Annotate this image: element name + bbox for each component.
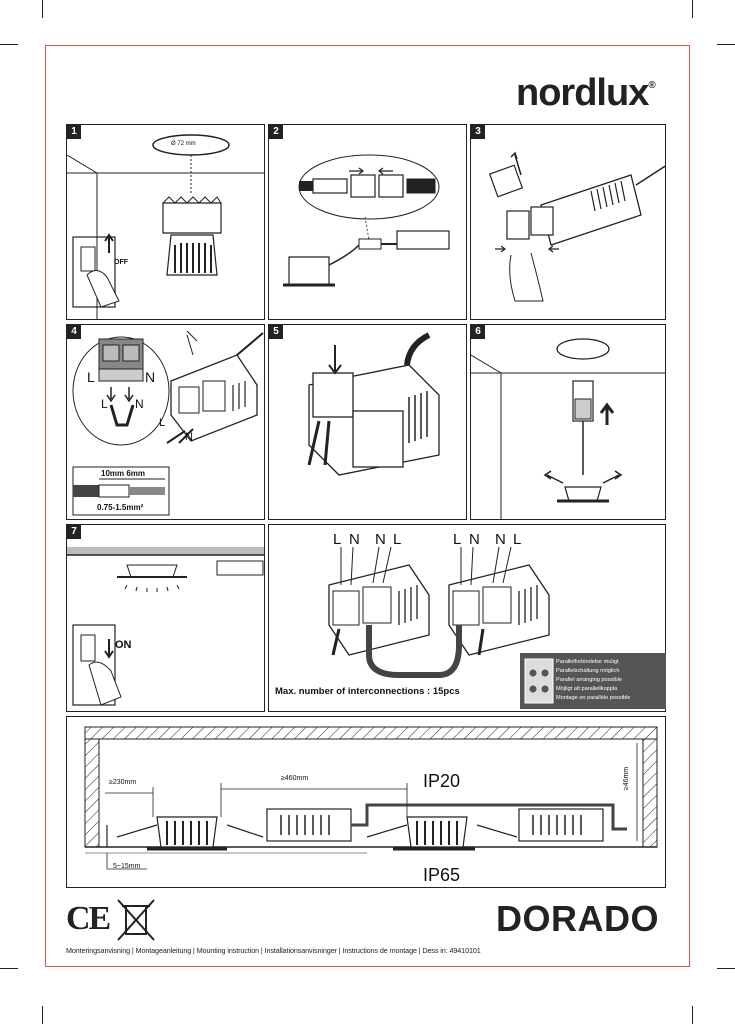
brand-logo: nordlux® [516,72,656,115]
step-6-illustration [471,338,665,519]
neutral-label: N [145,369,156,385]
parallel-line: Parallel arranging possible [556,677,622,683]
parallel-diagram-icon [524,658,554,704]
step-6-panel: 6 [470,324,666,520]
product-title: DORADO [496,898,659,939]
dim-ceiling-label: 5~15mm [113,863,141,870]
step-7-panel: 7 ON [66,524,265,712]
conn-label: N [469,531,480,548]
footer-text: Monteringsanvisning | Montageanleitung |… [66,946,481,955]
neutral-label-wire: N [185,431,193,443]
conn-label: L [513,531,522,548]
switch-off-label: OFF [114,259,128,266]
crop-mark [717,968,735,969]
logo-text: nordlux [516,72,649,114]
crop-mark [42,0,43,18]
ce-mark: CE [66,900,111,937]
dim-height-label: ≥46mm [623,766,631,791]
step-5-panel: 5 [268,324,467,520]
conn-label: L [453,531,462,548]
step-4-panel: 4 L N L N L N 10mm 6mm 0.75-1.5mm² [66,324,265,520]
weee-bin-icon [117,899,155,941]
conn-label: L [333,531,342,548]
neutral-label-small: N [135,397,144,411]
step-3-illustration [488,151,665,302]
crop-mark [717,44,735,45]
crop-mark [0,44,18,45]
step-number: 7 [67,525,81,539]
dim-left-label: ≥230mm [109,779,137,786]
crop-mark [42,1006,43,1024]
max-interconnections-text: Max. number of interconnections : 15pcs [275,686,460,697]
conn-label: N [375,531,386,548]
parallel-info-box: Parallelforbindelse muligt Parallelschal… [520,653,666,709]
conn-label: L [393,531,402,548]
step-3-panel: 3 [470,124,666,320]
dim-mid-label: ≥460mm [281,775,309,782]
switch-on-label: ON [115,639,132,651]
crop-mark [692,1006,693,1024]
installation-illustration [84,726,658,870]
step-7-illustration [67,547,264,706]
strip-length-label: 10mm 6mm [101,469,146,478]
step-2-panel: 2 [268,124,467,320]
registered-mark: ® [648,80,655,91]
hole-diameter-label: Ø 72 mm [171,141,196,147]
parallel-line: Möjligt att parallellkoppla [556,686,618,692]
crop-mark [0,968,18,969]
step-number: 1 [67,125,81,139]
live-label-small: L [101,397,108,411]
page-frame [45,45,690,967]
wire-gauge-label: 0.75-1.5mm² [97,503,144,512]
crop-mark [692,0,693,18]
interconnect-illustration [328,546,550,678]
conn-label: N [495,531,506,548]
live-label: L [87,369,95,385]
step-number: 4 [67,325,81,339]
parallel-line: Parallelschaltung möglich [556,668,620,674]
step-number: 2 [269,125,283,139]
live-label-wire: L [159,417,166,429]
ip20-label: IP20 [423,771,461,791]
parallel-line: Montage en parallèle possible [556,695,631,701]
step-number: 5 [269,325,283,339]
installation-panel: ≥230mm ≥460mm IP20 ≥46mm 5~15mm IP65 [66,716,666,888]
step-4-illustration [72,330,264,516]
conn-label: N [349,531,360,548]
ip65-label: IP65 [423,865,461,885]
step-1-illustration [67,134,264,319]
step-2-illustration [283,154,450,287]
parallel-line: Parallelforbindelse muligt [556,659,619,665]
step-1-panel: 1 Ø 72 mm OFF [66,124,265,320]
step-number: 3 [471,125,485,139]
step-5-illustration [307,332,440,476]
step-number: 6 [471,325,485,339]
